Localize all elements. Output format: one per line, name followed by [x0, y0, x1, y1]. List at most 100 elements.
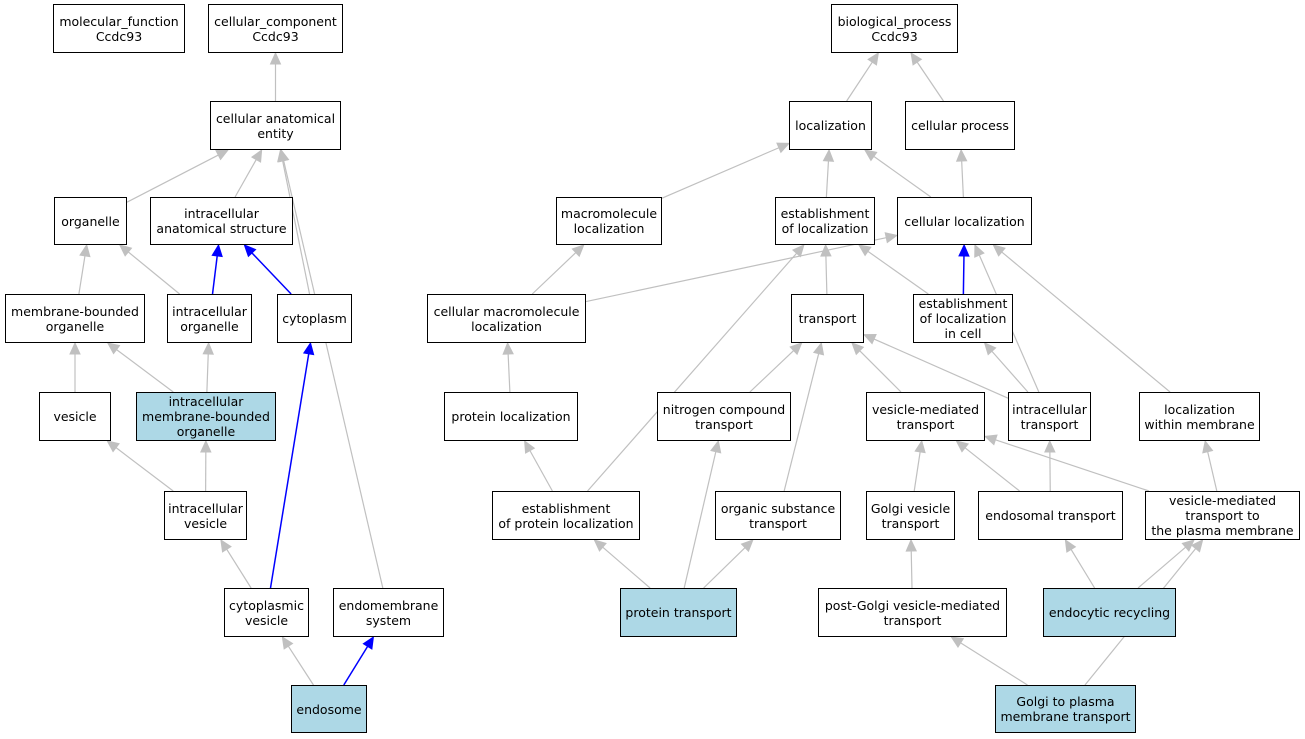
edge-pt-to-ost [703, 547, 746, 589]
arrowhead-cytoplasm-to-ias [243, 244, 257, 258]
arrowhead-iv-to-vesicle [106, 440, 120, 453]
edge-it-to-eolc [991, 350, 1029, 393]
node-endosomal-transport[interactable]: endosomal transport [978, 491, 1123, 540]
node-endosome[interactable]: endosome [291, 685, 367, 733]
arrowhead-lwm-to-cl [992, 244, 1006, 257]
node-protein-transport[interactable]: protein transport [620, 588, 737, 637]
edge-er-to-et [1070, 549, 1096, 589]
node-organelle[interactable]: organelle [54, 197, 127, 245]
arrowhead-eolc-to-eol [857, 244, 872, 257]
node-golgi-vesicle-transport[interactable]: Golgi vesicle transport [866, 491, 955, 540]
node-localization[interactable]: localization [789, 101, 872, 150]
edge-epl-to-eol [587, 252, 798, 492]
edge-gvt-to-vmt [913, 451, 921, 492]
edge-ems-to-cae [283, 160, 384, 589]
edge-mbo-to-organelle [78, 255, 86, 295]
edge-endosome-to-ems [343, 645, 369, 686]
node-intracellular-anatomical-structure[interactable]: intracellular anatomical structure [150, 197, 293, 245]
node-vesicle[interactable]: vesicle [39, 392, 111, 441]
arrowhead-io-to-ias [211, 243, 223, 258]
node-macromolecule-localization[interactable]: macromolecule localization [556, 197, 662, 245]
arrowhead-mml-to-loc [776, 142, 791, 154]
node-endocytic-recycling[interactable]: endocytic recycling [1043, 588, 1176, 637]
arrowhead-mbo-to-organelle [79, 243, 91, 258]
arrowhead-er-to-et [1064, 538, 1077, 553]
node-cellular-localization[interactable]: cellular localization [897, 197, 1032, 245]
edge-cytoplasm-to-cae [282, 160, 311, 295]
node-biological-process[interactable]: biological_process Ccdc93 [831, 4, 958, 53]
arrowhead-epl-to-eol [791, 244, 805, 258]
arrowhead-pt-to-ost [740, 539, 754, 553]
edge-vmtpm-to-lwm [1207, 451, 1218, 492]
arrowhead-ems-to-cae [278, 148, 290, 163]
arrowhead-vesicle-to-mbo [69, 341, 81, 355]
edge-iv-to-vesicle [115, 447, 174, 492]
node-membrane-bounded-organelle[interactable]: membrane-bounded organelle [5, 294, 145, 343]
arrowhead-imbo-to-io [202, 341, 214, 355]
arrowhead-gvt-to-vmt [914, 439, 926, 454]
node-cellular-macromolecule-localization[interactable]: cellular macromolecule localization [427, 294, 586, 343]
edge-endosome-to-cv [287, 645, 314, 686]
node-vesicle-mediated-transport[interactable]: vesicle-mediated transport [866, 392, 985, 441]
node-molecular-function[interactable]: molecular_function Ccdc93 [53, 4, 185, 53]
edge-cl-to-loc [873, 155, 932, 198]
arrowhead-cv-to-iv [220, 538, 232, 553]
node-protein-localization[interactable]: protein localization [444, 392, 578, 441]
arrowhead-cl-to-cp [955, 148, 968, 162]
node-vesicle-mediated-transport-to-plasma-membrane[interactable]: vesicle-mediated transport to the plasma… [1145, 491, 1300, 540]
node-cellular-anatomical-entity[interactable]: cellular anatomical entity [210, 101, 341, 150]
edge-vmt-to-transport [859, 350, 902, 393]
node-golgi-to-plasma-membrane-transport[interactable]: Golgi to plasma membrane transport [995, 685, 1136, 733]
node-endomembrane-system[interactable]: endomembrane system [333, 588, 444, 637]
arrowhead-epl-to-pl [524, 439, 536, 454]
arrowhead-vmt-to-transport [851, 342, 865, 356]
node-cytoplasmic-vesicle[interactable]: cytoplasmic vesicle [224, 588, 309, 637]
edge-pt-to-nct [683, 451, 717, 589]
edge-cv-to-iv [226, 548, 252, 589]
arrowhead-vmtpm-to-lwm [1202, 439, 1214, 454]
edge-cytoplasm-to-ias [251, 252, 292, 295]
node-cellular-component[interactable]: cellular_component Ccdc93 [208, 4, 343, 53]
node-establishment-of-protein-localization[interactable]: establishment of protein localization [492, 491, 640, 540]
node-cellular-process[interactable]: cellular process [905, 101, 1015, 150]
node-establishment-of-localization[interactable]: establishment of localization [775, 197, 875, 245]
node-establishment-of-localization-in-cell[interactable]: establishment of localization in cell [913, 294, 1013, 343]
arrowhead-it-to-eolc [983, 342, 997, 356]
node-intracellular-membrane-bounded-organelle[interactable]: intracellular membrane-bounded organelle [136, 392, 276, 441]
arrowhead-pl-to-cml [502, 341, 514, 355]
edge-pt-to-epl [602, 546, 651, 589]
edge-lwm-to-cl [1001, 251, 1171, 393]
arrowhead-it-to-transport [862, 333, 877, 345]
node-intracellular-vesicle[interactable]: intracellular vesicle [164, 491, 247, 540]
node-intracellular-organelle[interactable]: intracellular organelle [167, 294, 252, 343]
edge-imbo-to-io [206, 353, 209, 393]
edge-pgvmt-to-gvt [910, 550, 913, 589]
arrowhead-endosome-to-ems [362, 635, 375, 650]
edge-cml-to-mml [531, 252, 577, 295]
arrowhead-et-to-it [1044, 439, 1056, 453]
arrowhead-cl-to-loc [863, 149, 878, 162]
edge-epl-to-pl [529, 450, 553, 492]
node-localization-within-membrane[interactable]: localization within membrane [1139, 392, 1260, 441]
arrowhead-transport-to-eol [820, 243, 832, 257]
arrowhead-pt-to-nct [710, 439, 722, 454]
arrowhead-pgvmt-to-gvt [905, 538, 918, 552]
arrowhead-cp-to-bp [910, 51, 923, 66]
edge-loc-to-bp [846, 61, 873, 102]
edge-io-to-ias [211, 255, 218, 295]
arrowhead-io-to-organelle [118, 244, 133, 257]
edge-imbo-to-mbo [116, 349, 174, 393]
edge-et-to-vmt [964, 447, 1020, 492]
edge-it-to-transport [873, 338, 1009, 399]
node-intracellular-transport[interactable]: intracellular transport [1008, 392, 1091, 441]
node-cytoplasm[interactable]: cytoplasm [277, 294, 352, 343]
node-transport[interactable]: transport [791, 294, 864, 343]
edge-eolc-to-eol [867, 250, 929, 295]
edge-eolc-to-cl [962, 255, 965, 295]
arrowhead-eolc-to-cl [958, 243, 970, 257]
edge-ost-to-transport [783, 353, 820, 492]
node-post-golgi-vesicle-mediated-transport[interactable]: post-Golgi vesicle-mediated transport [818, 588, 1007, 637]
edge-ias-to-cae [234, 159, 257, 198]
node-nitrogen-compound-transport[interactable]: nitrogen compound transport [657, 392, 791, 441]
node-organic-substance-transport[interactable]: organic substance transport [715, 491, 841, 540]
